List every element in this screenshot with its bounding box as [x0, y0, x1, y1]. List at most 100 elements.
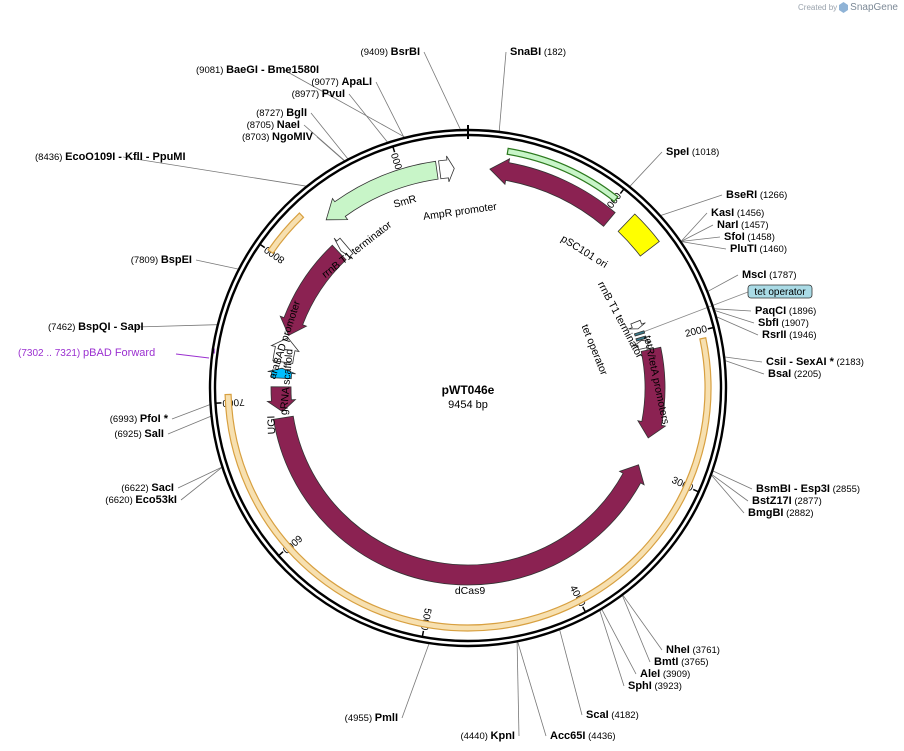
- site-label: SnaBI (182): [510, 46, 566, 58]
- primer-label[interactable]: (7302 .. 7321) pBAD Forward: [18, 347, 155, 359]
- feature-label: AmpR promoter: [422, 201, 498, 223]
- site-label: (4955) PmlI: [345, 712, 398, 724]
- feature-label: tet operator: [579, 323, 610, 378]
- site-label: (8703) NgoMIV: [242, 131, 314, 143]
- restriction-site[interactable]: BmgBI (2882): [748, 507, 814, 519]
- restriction-site[interactable]: (6925) SalI: [114, 428, 164, 440]
- feature-arac[interactable]: [279, 244, 347, 336]
- restriction-site[interactable]: (6622) SacI: [121, 482, 174, 494]
- restriction-site[interactable]: Acc65I (4436): [550, 730, 616, 742]
- restriction-site[interactable]: (9081) BaeGI - Bme1580I: [196, 64, 319, 76]
- site-leader: [559, 630, 583, 716]
- restriction-site[interactable]: PaqCI (1896): [755, 305, 816, 317]
- restriction-site[interactable]: (8436) EcoO109I - KflI - PpuMI: [35, 151, 186, 163]
- restriction-site[interactable]: (9077) ApaLI: [311, 76, 372, 88]
- site-label: (8727) BglI: [256, 107, 307, 119]
- site-label: (8977) PvuI: [292, 88, 345, 100]
- restriction-site[interactable]: (6993) PfoI *: [110, 413, 169, 425]
- restriction-site[interactable]: SnaBI (182): [510, 46, 566, 58]
- feature-rep101[interactable]: [489, 158, 616, 227]
- site-label: SpeI (1018): [666, 146, 719, 158]
- site-leader: [498, 51, 507, 131]
- site-label: (9077) ApaLI: [311, 76, 372, 88]
- restriction-site[interactable]: ScaI (4182): [586, 709, 639, 721]
- restriction-site[interactable]: KasI (1456): [711, 207, 764, 219]
- feature-tet-operator[interactable]: [635, 335, 647, 342]
- restriction-site[interactable]: SfoI (1458): [724, 231, 775, 243]
- feature-rrnb-t1-terminator[interactable]: [333, 237, 354, 260]
- feature-ampr-promoter[interactable]: [438, 155, 455, 183]
- site-leader: [177, 466, 222, 489]
- site-label: SbfI (1907): [758, 317, 809, 329]
- tick-mark: [258, 243, 266, 249]
- restriction-site[interactable]: SphI (3923): [628, 680, 682, 692]
- restriction-site[interactable]: RsrII (1946): [762, 329, 817, 341]
- restriction-site[interactable]: BstZ17I (2877): [752, 495, 822, 507]
- feature-label: UGI: [265, 415, 278, 434]
- outer-feature-arc: [267, 212, 305, 255]
- restriction-site[interactable]: (4955) PmlI: [345, 712, 398, 724]
- restriction-site[interactable]: BsaI (2205): [768, 368, 821, 380]
- restriction-site[interactable]: (8703) NgoMIV: [242, 131, 314, 143]
- restriction-site[interactable]: (7462) BspQI - SapI: [48, 321, 144, 333]
- site-label: BseRI (1266): [726, 189, 787, 201]
- feature-label: rrnB T1 terminator: [595, 280, 646, 361]
- restriction-site[interactable]: (8727) BglI: [256, 107, 307, 119]
- restriction-site[interactable]: PluTI (1460): [730, 243, 787, 255]
- restriction-site[interactable]: BmtI (3765): [654, 656, 709, 668]
- outer-feature-arcs: [224, 147, 712, 632]
- site-label: BmtI (3765): [654, 656, 709, 668]
- site-leader: [711, 474, 749, 502]
- site-label: PaqCI (1896): [755, 305, 816, 317]
- restriction-site[interactable]: BsmBI - Esp3I (2855): [756, 483, 860, 495]
- feature-grna-scaffold[interactable]: [267, 367, 296, 380]
- restriction-site[interactable]: MscI (1787): [742, 269, 797, 281]
- restriction-site[interactable]: CsiI - SexAI * (2183): [766, 356, 864, 368]
- feature-arabad-promoter[interactable]: [270, 337, 300, 364]
- restriction-site[interactable]: NheI (3761): [666, 644, 720, 656]
- feature-tet-operator[interactable]: [633, 330, 646, 337]
- feature-label: SmR: [392, 193, 418, 211]
- restriction-site[interactable]: (6620) Eco53kI: [105, 494, 177, 506]
- site-leader: [681, 236, 721, 242]
- restriction-site[interactable]: BseRI (1266): [726, 189, 787, 201]
- feature-psc101-ori[interactable]: [617, 213, 660, 257]
- site-leader: [310, 112, 348, 159]
- highlighted-label-box[interactable]: [747, 284, 813, 299]
- site-label: (9409) BsrBI: [361, 46, 420, 58]
- primer-leader: [175, 353, 210, 359]
- site-label: (6925) SalI: [114, 428, 164, 440]
- site-leader: [517, 642, 547, 737]
- site-label: ScaI (4182): [586, 709, 639, 721]
- site-label: Acc65I (4436): [550, 730, 616, 742]
- site-leader: [711, 475, 745, 514]
- site-leader: [195, 259, 239, 270]
- feature-dcas9[interactable]: [273, 415, 645, 586]
- site-leader: [660, 194, 723, 216]
- site-leader: [167, 416, 211, 435]
- site-label: KasI (1456): [711, 207, 764, 219]
- feature-apobec-1[interactable]: [637, 346, 667, 439]
- feature-smr[interactable]: [325, 160, 439, 221]
- features: [266, 155, 667, 586]
- restriction-site[interactable]: (4440) KpnI: [460, 730, 515, 742]
- restriction-site[interactable]: (8977) PvuI: [292, 88, 345, 100]
- restriction-site[interactable]: SbfI (1907): [758, 317, 809, 329]
- feature-ugi[interactable]: [266, 386, 297, 413]
- plasmid-name: pWT046e: [442, 383, 495, 397]
- tick-mark: [692, 488, 700, 493]
- site-leader: [122, 156, 306, 187]
- restriction-site[interactable]: (7809) BspEI: [131, 254, 192, 266]
- site-leader: [283, 69, 405, 138]
- feature-rrnb-t1-terminator[interactable]: [628, 319, 646, 330]
- highlighted-label: tet operator: [754, 287, 806, 298]
- restriction-site[interactable]: (8705) NaeI: [247, 119, 300, 131]
- feature-tetr-teta-promoters[interactable]: [633, 339, 652, 351]
- restriction-site[interactable]: (9409) BsrBI: [361, 46, 420, 58]
- site-label: CsiI - SexAI * (2183): [766, 356, 864, 368]
- site-leader: [516, 642, 520, 737]
- restriction-site[interactable]: AleI (3909): [640, 668, 690, 680]
- site-label: (6993) PfoI *: [110, 413, 169, 425]
- restriction-site[interactable]: SpeI (1018): [666, 146, 719, 158]
- restriction-site[interactable]: NarI (1457): [717, 219, 769, 231]
